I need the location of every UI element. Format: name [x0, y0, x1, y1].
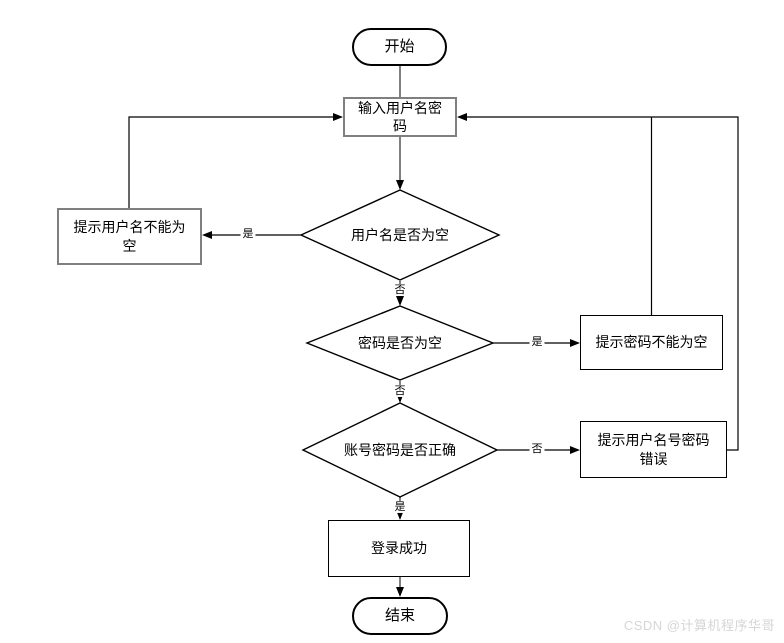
- login-success-label: 登录成功: [371, 540, 427, 557]
- edge-prompt-username-loopback: [128, 113, 343, 208]
- username-empty-decision: 用户名是否为空: [351, 227, 449, 243]
- input-credentials-node: 输入用户名密码: [343, 97, 457, 137]
- edge-label-username-yes: 是: [240, 227, 256, 241]
- prompt-password-empty-label: 提示密码不能为空: [595, 334, 708, 351]
- edge-label-credentials-no: 否: [529, 442, 545, 456]
- edge-label-credentials-yes: 是: [392, 500, 408, 514]
- prompt-username-empty-node: 提示用户名不能为空: [57, 208, 202, 265]
- credentials-correct-decision: 账号密码是否正确: [344, 442, 456, 458]
- edge-label-username-no: 否: [392, 283, 408, 297]
- input-credentials-label: 输入用户名密码: [358, 99, 442, 134]
- end-node: 结束: [352, 597, 448, 635]
- edge-prompt-error-loopback: [457, 113, 739, 451]
- password-empty-decision: 密码是否为空: [358, 335, 442, 351]
- password-empty-decision-shape: [305, 305, 495, 381]
- credentials-correct-decision-shape: [301, 402, 499, 498]
- edge-label-password-no: 否: [392, 384, 408, 398]
- prompt-credentials-error-node: 提示用户名号密码错误: [580, 421, 727, 478]
- prompt-username-empty-label: 提示用户名不能为空: [73, 219, 186, 254]
- prompt-credentials-error-label: 提示用户名号密码错误: [597, 432, 710, 467]
- start-node-label: 开始: [384, 38, 415, 56]
- end-node-label: 结束: [384, 607, 415, 625]
- prompt-password-empty-node: 提示密码不能为空: [580, 315, 723, 370]
- username-empty-decision-shape: [299, 189, 501, 281]
- watermark: CSDN @计算机程序华哥: [623, 618, 775, 633]
- start-node: 开始: [352, 28, 447, 66]
- edge-label-password-yes: 是: [529, 335, 545, 349]
- login-success-node: 登录成功: [328, 520, 470, 577]
